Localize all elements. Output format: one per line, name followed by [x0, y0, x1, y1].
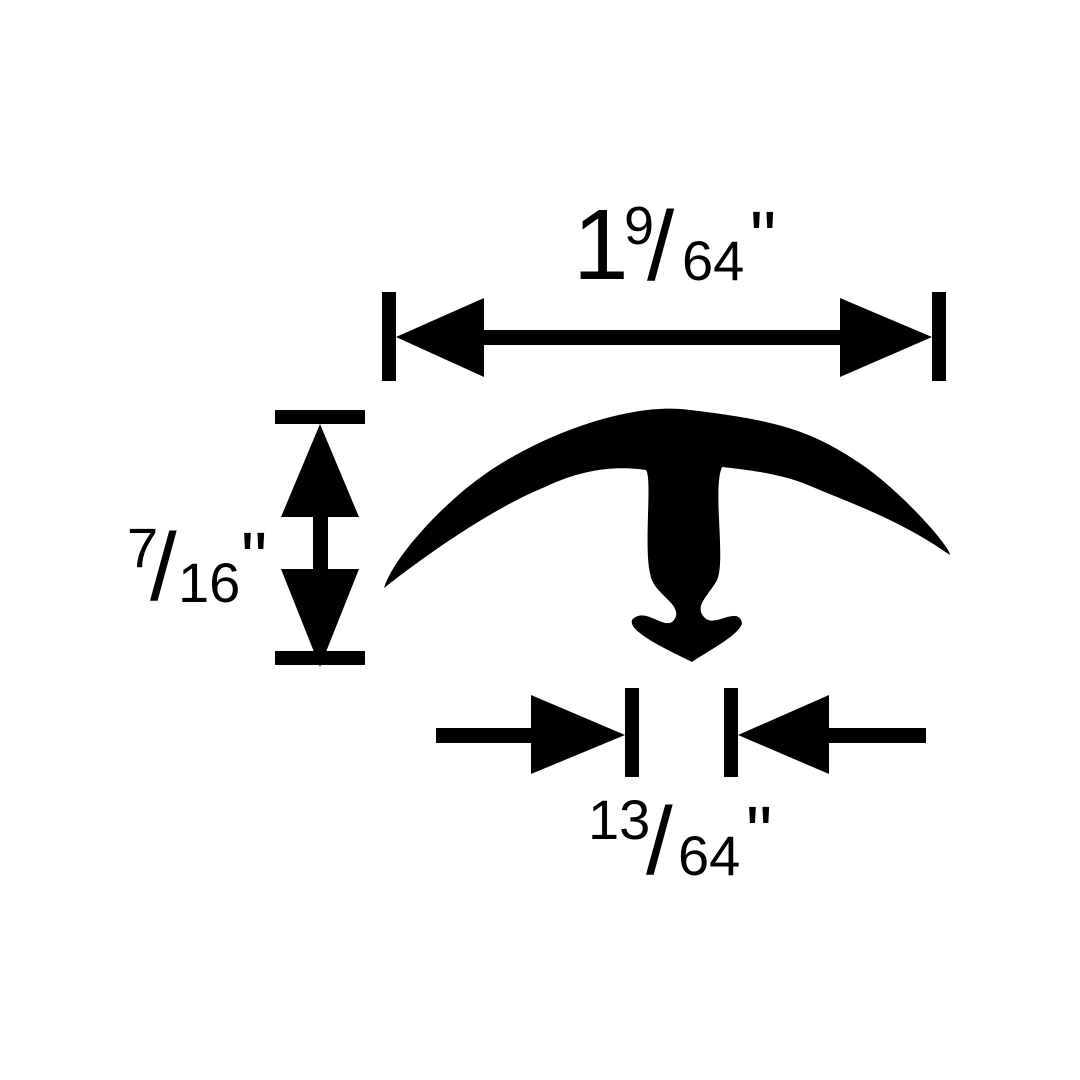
width-left-tick	[382, 292, 396, 381]
height-dimension-line	[313, 514, 328, 572]
width-label-numerator: 9	[624, 196, 654, 256]
height-top-tick	[275, 410, 365, 424]
height-label-unit: "	[241, 517, 267, 600]
width-right-arrowhead	[840, 298, 932, 377]
height-dimension: 7 / 16 "	[127, 410, 365, 667]
width-right-tick	[932, 292, 946, 381]
stem-label-slash: /	[646, 788, 673, 895]
stem-right-extension-line	[826, 728, 926, 743]
width-dimension-line	[482, 330, 842, 345]
stem-left-tick	[625, 688, 639, 777]
width-dimension: 1 9 / 64 "	[382, 189, 946, 381]
height-label-denominator: 16	[178, 551, 240, 614]
height-bottom-arrowhead	[281, 569, 359, 667]
stem-left-extension-line	[436, 728, 535, 743]
stem-left-arrowhead	[531, 695, 625, 774]
width-label-slash: /	[647, 191, 675, 301]
width-label-denominator: 64	[682, 229, 744, 292]
height-label-slash: /	[150, 514, 177, 621]
width-label-whole: 1	[573, 189, 629, 301]
t-molding-profile-shape	[384, 408, 950, 662]
width-left-arrowhead	[396, 298, 484, 377]
stem-right-tick	[724, 688, 738, 777]
stem-right-arrowhead	[738, 695, 829, 774]
stem-label-unit: "	[746, 791, 772, 874]
width-label-unit: "	[750, 196, 776, 279]
stem-dimension: 13 / 64 "	[436, 688, 926, 895]
height-top-arrowhead	[281, 424, 359, 517]
stem-label-numerator: 13	[588, 788, 650, 851]
stem-label-denominator: 64	[678, 824, 740, 887]
height-label-numerator: 7	[127, 516, 158, 579]
